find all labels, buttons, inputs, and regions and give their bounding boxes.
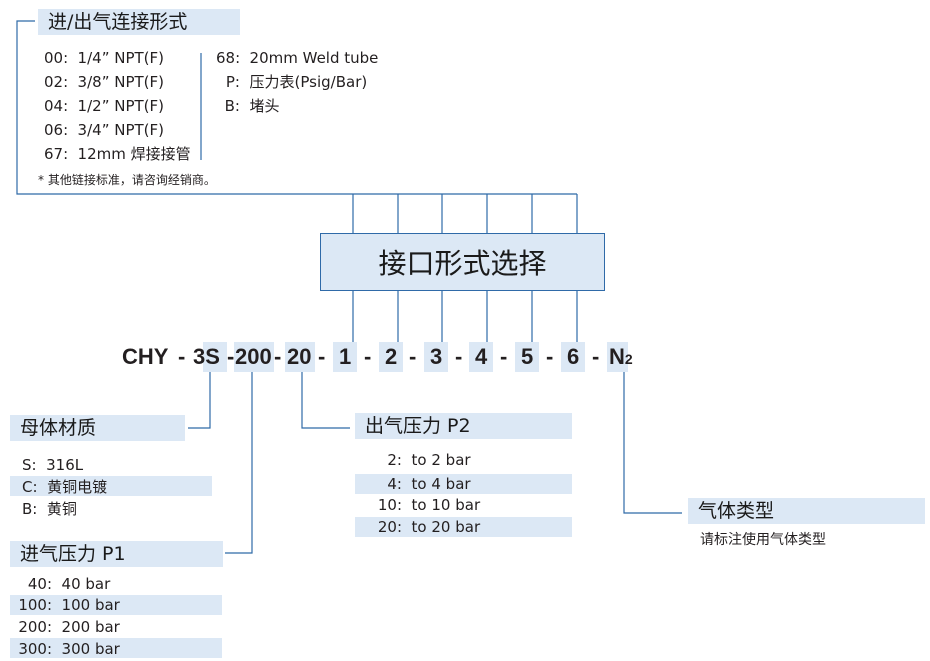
code-highlight <box>333 342 357 372</box>
code-port-3: 3 <box>430 344 443 369</box>
outlet-pressure-connector <box>301 372 350 429</box>
row-highlight <box>355 517 572 537</box>
code-port-4: 4 <box>475 344 488 369</box>
inlet-outlet-option: 04: 1/2” NPT(F) <box>44 97 164 115</box>
inlet-outlet-note: * 其他链接标准，请咨询经销商。 <box>38 173 216 187</box>
code-prefix: CHY <box>122 344 169 369</box>
code-dash: - <box>274 344 282 369</box>
outlet-pressure-option: 10: to 10 bar <box>377 496 481 514</box>
code-dash: - <box>592 344 600 369</box>
code-highlight <box>203 342 227 372</box>
gas-type-description: 请标注使用气体类型 <box>700 532 826 548</box>
code-dash: - <box>500 344 508 369</box>
code-outlet-pressure: 20 <box>287 344 312 369</box>
code-port-1: 1 <box>339 344 352 369</box>
body-material-connector <box>188 372 211 429</box>
code-port-2: 2 <box>385 344 398 369</box>
code-dash: - <box>409 344 417 369</box>
body-material-title: 母体材质 <box>10 415 185 441</box>
inlet-pressure-option: 300: 300 bar <box>18 640 120 658</box>
code-highlight <box>234 342 274 372</box>
code-dash: - <box>318 344 326 369</box>
code-dash: - <box>546 344 554 369</box>
gas-type-connector <box>623 372 682 514</box>
code-material: 3S <box>193 344 220 369</box>
code-highlight <box>424 342 448 372</box>
code-dash: - <box>227 344 235 369</box>
inlet-pressure-title: 进气压力 P1 <box>10 541 223 567</box>
outlet-pressure-title: 出气压力 P2 <box>355 413 572 439</box>
code-port-5: 5 <box>521 344 534 369</box>
inlet-pressure-option: 100: 100 bar <box>18 596 120 614</box>
code-port-6: 6 <box>567 344 580 369</box>
inlet-outlet-option: 67: 12mm 焊接接管 <box>44 145 191 163</box>
code-highlight <box>469 342 493 372</box>
outlet-pressure-option: 20: to 20 bar <box>377 518 481 536</box>
code-gas-subscript: 2 <box>624 351 633 367</box>
inlet-outlet-option: 00: 1/4” NPT(F) <box>44 49 164 67</box>
inlet-pressure-option: 40: 40 bar <box>27 575 111 593</box>
row-highlight <box>355 474 572 494</box>
code-gas: N2 <box>609 344 633 369</box>
inlet-pressure-connector <box>225 372 253 554</box>
inlet-outlet-option: 06: 3/4” NPT(F) <box>44 121 164 139</box>
inlet-outlet-option: B: 堵头 <box>224 97 280 115</box>
row-highlight <box>10 638 222 658</box>
code-highlight <box>379 342 403 372</box>
inlet-outlet-option: P: 压力表(Psig/Bar) <box>225 73 368 91</box>
row-highlight <box>10 595 222 615</box>
code-dash: - <box>178 344 186 369</box>
inlet-outlet-title: 进/出气连接形式 <box>38 9 240 35</box>
inlet-outlet-option: 02: 3/8” NPT(F) <box>44 73 164 91</box>
code-highlight <box>515 342 539 372</box>
row-highlight <box>10 476 212 496</box>
inlet-pressure-option: 200: 200 bar <box>18 618 120 636</box>
gas-type-title: 气体类型 <box>688 498 925 524</box>
outlet-pressure-option: 4: to 4 bar <box>387 475 471 493</box>
code-highlight <box>285 342 315 372</box>
code-inlet-pressure: 200 <box>235 344 272 369</box>
code-dash: - <box>455 344 463 369</box>
body-material-option: S: 316L <box>22 456 84 474</box>
body-material-option: C: 黄铜电镀 <box>22 478 108 496</box>
body-material-option: B: 黄铜 <box>22 500 77 518</box>
code-highlight <box>561 342 585 372</box>
code-highlight <box>607 342 628 372</box>
port-selection-box: 接口形式选择 <box>320 233 605 291</box>
code-dash: - <box>364 344 372 369</box>
inlet-outlet-option: 68: 20mm Weld tube <box>216 49 379 67</box>
inlet-outlet-bracket <box>16 20 577 195</box>
outlet-pressure-option: 2: to 2 bar <box>387 451 471 469</box>
